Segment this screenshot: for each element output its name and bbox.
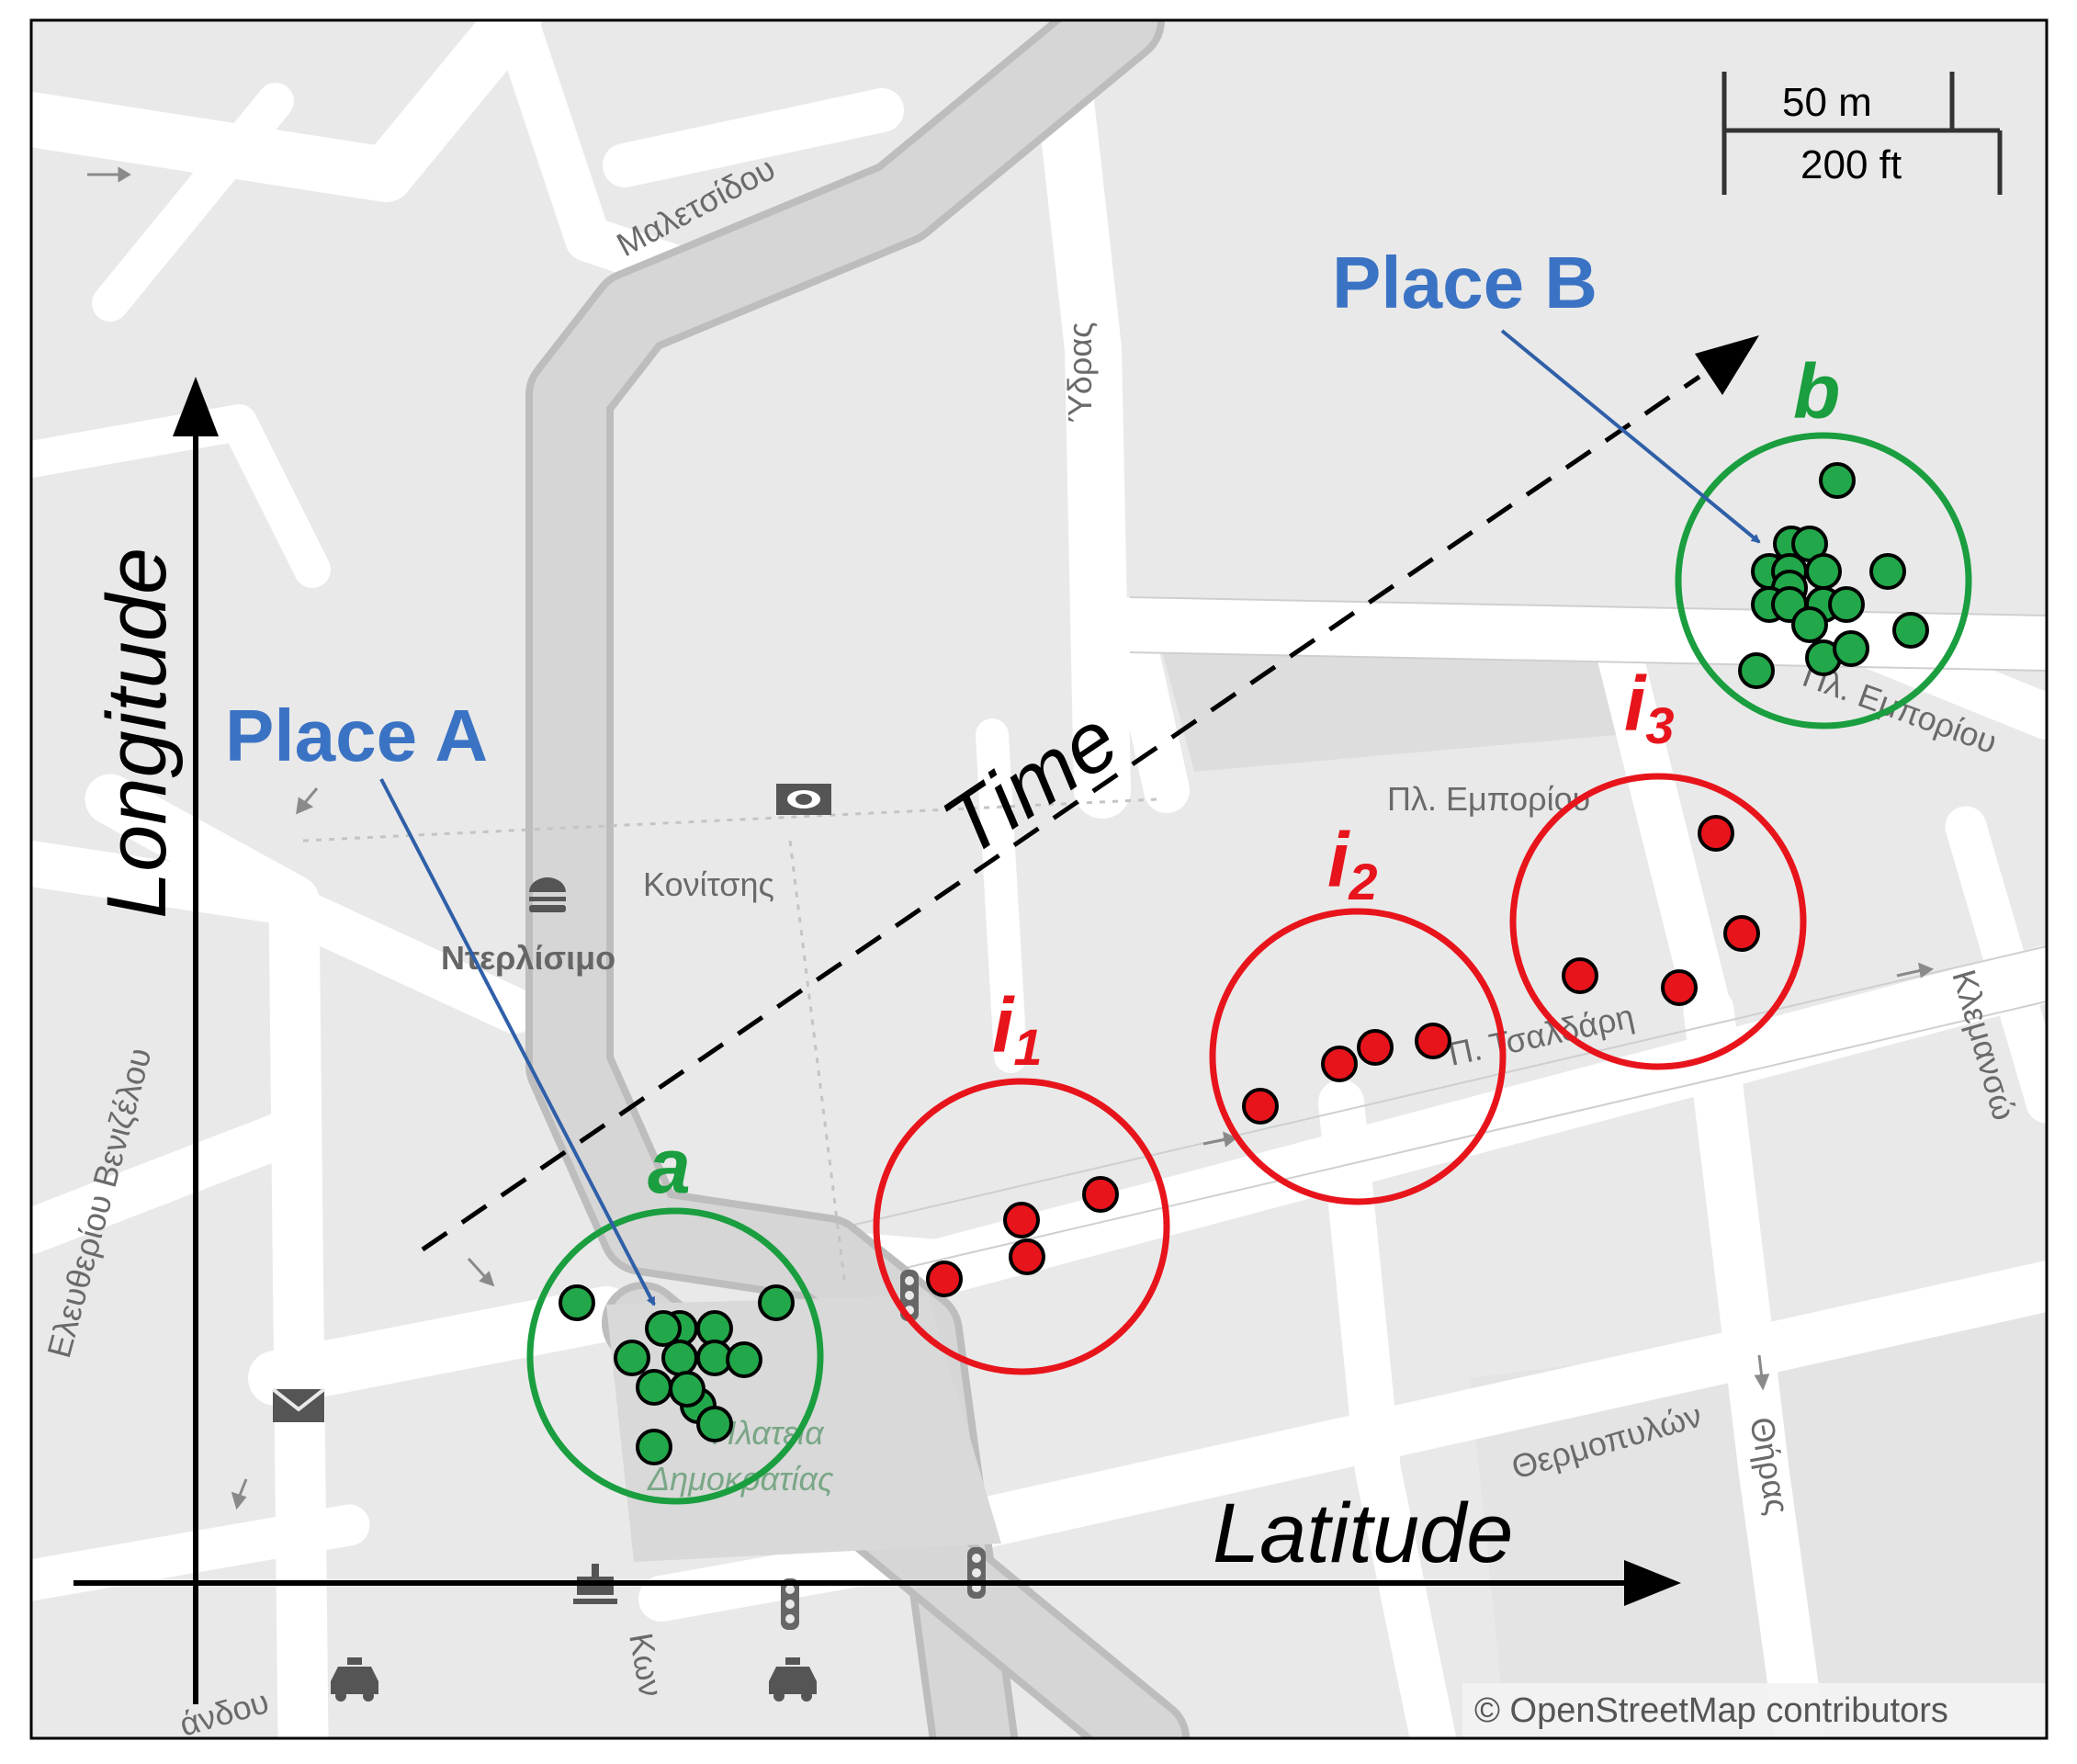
gps-point-a (726, 1341, 762, 1378)
gps-point-i3 (1661, 969, 1698, 1006)
gps-point-a (559, 1284, 595, 1321)
y-axis-label: Longitude (90, 548, 184, 919)
plaza-label: Δημοκρατίας (647, 1460, 834, 1498)
axes (73, 377, 1681, 1704)
gps-point-a (696, 1406, 733, 1442)
gps-point-a (636, 1429, 672, 1465)
gps-point-b (1805, 553, 1842, 590)
cluster-a-ring (526, 1207, 824, 1505)
attribution: © OpenStreetMap contributors (1474, 1691, 1948, 1730)
cluster-a-label: a (648, 1123, 691, 1209)
time-arrow (421, 374, 1701, 1252)
gps-point-a (645, 1310, 682, 1347)
gps-point-i2 (1321, 1046, 1358, 1082)
gps-point-i1 (1009, 1238, 1045, 1275)
street-label: Ύδρας (1061, 322, 1099, 423)
gps-point-b (1819, 462, 1856, 499)
gps-point-i1 (1003, 1202, 1040, 1238)
gps-point-i2 (1357, 1029, 1394, 1066)
gps-point-a (614, 1340, 650, 1376)
cluster-i3-label: i3 (1624, 661, 1675, 754)
scale-imperial: 200 ft (1800, 142, 1902, 187)
gps-point-i2 (1242, 1088, 1279, 1125)
place-b-pointer (1500, 329, 1761, 544)
time-arrow-head (1695, 335, 1759, 395)
gps-point-i3 (1723, 915, 1760, 952)
gps-point-a (661, 1340, 698, 1376)
cluster-i3-ring (1509, 773, 1807, 1070)
place-b-label: Place B (1332, 242, 1597, 323)
gps-point-i3 (1562, 957, 1598, 994)
place-a-pointer (379, 778, 656, 1306)
gps-point-b (1892, 612, 1929, 649)
gps-point-i1 (926, 1261, 963, 1297)
gps-point-a (636, 1369, 672, 1406)
gps-point-i3 (1698, 815, 1734, 852)
x-axis-label: Latitude (1213, 1487, 1513, 1580)
scale-bar (1721, 72, 2003, 195)
street-label: Πλ. Εμπορίου (1387, 780, 1590, 818)
gps-point-b (1791, 606, 1828, 643)
post-office-icon (271, 1387, 326, 1422)
place-a-label: Place A (225, 695, 488, 776)
gps-point-b (1828, 586, 1865, 623)
cluster-i2-label: i2 (1327, 817, 1378, 910)
gps-point-a (758, 1284, 795, 1321)
x-axis-arrow (1624, 1560, 1681, 1606)
map-frame (29, 18, 2049, 1740)
gps-point-i2 (1415, 1023, 1451, 1059)
y-axis-arrow (173, 377, 219, 436)
fastfood-icon (529, 877, 566, 912)
clusters (526, 432, 1972, 1505)
gps-point-i1 (1082, 1176, 1119, 1213)
taxi-icon (769, 1657, 817, 1702)
cluster-i2-ring (1209, 908, 1507, 1205)
basemap: Μαλετσίδου Ύδρας Πλ. Εμπορίου Πλ. Εμπορί… (31, 20, 2047, 1738)
gps-point-a (669, 1371, 706, 1408)
scale-metric: 50 m (1782, 80, 1872, 125)
taxi-icon (331, 1657, 378, 1702)
traffic-light-icon (967, 1547, 986, 1599)
street-label: Κονίτσης (643, 865, 774, 903)
gps-point-b (1833, 630, 1869, 667)
poi-label: Ντερλίσιμο (441, 939, 615, 977)
cluster-i1-label: i1 (992, 982, 1043, 1076)
gps-point-b (1869, 553, 1906, 590)
cluster-b-ring (1675, 432, 1972, 729)
traffic-light-icon (781, 1578, 799, 1630)
gps-point-b (1738, 652, 1775, 689)
atm-icon (776, 784, 831, 815)
cluster-b-label: b (1793, 348, 1840, 435)
cluster-i1-ring (873, 1078, 1170, 1375)
